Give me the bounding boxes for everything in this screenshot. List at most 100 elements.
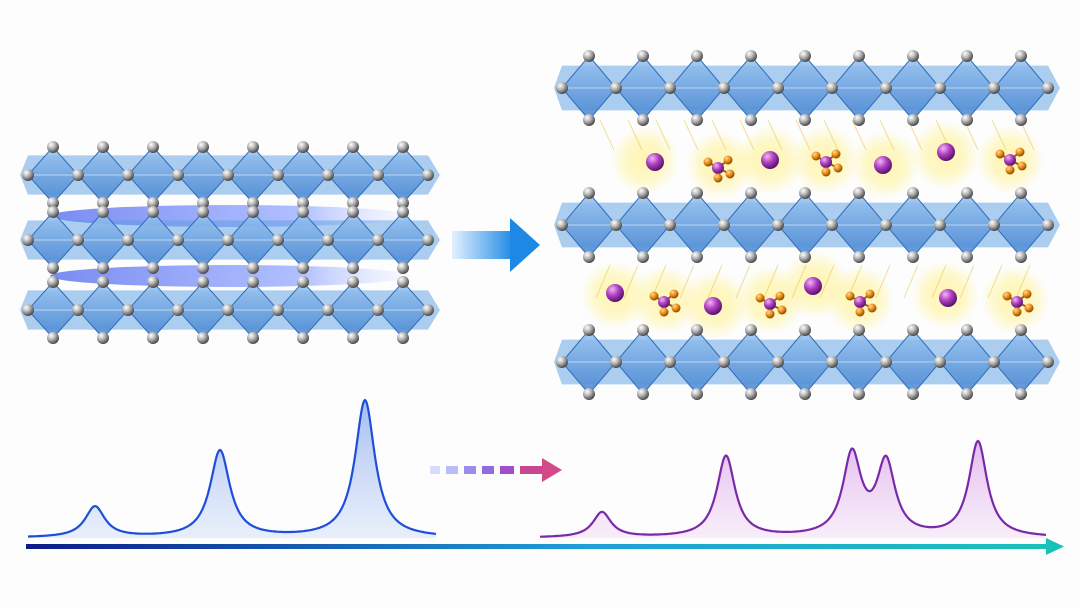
atom bbox=[556, 82, 568, 94]
atom bbox=[422, 169, 434, 181]
atom bbox=[72, 234, 84, 246]
atom bbox=[718, 82, 730, 94]
anion-cluster bbox=[811, 149, 843, 177]
spectrum-1-line bbox=[28, 398, 437, 538]
atom bbox=[197, 332, 209, 344]
atom bbox=[97, 141, 109, 153]
atom bbox=[583, 388, 595, 400]
atom bbox=[934, 356, 946, 368]
atom bbox=[907, 114, 919, 126]
glow-halo bbox=[611, 126, 679, 194]
atom bbox=[745, 50, 757, 62]
atom bbox=[637, 324, 649, 336]
atom bbox=[197, 262, 209, 274]
atom bbox=[397, 197, 409, 209]
atom bbox=[799, 50, 811, 62]
atom bbox=[1042, 82, 1054, 94]
atom bbox=[322, 169, 334, 181]
atom bbox=[772, 219, 784, 231]
atom bbox=[907, 50, 919, 62]
atom bbox=[961, 251, 973, 263]
atom bbox=[372, 234, 384, 246]
atom bbox=[297, 262, 309, 274]
spectra-group bbox=[28, 398, 1047, 538]
atom bbox=[272, 234, 284, 246]
atom bbox=[691, 324, 703, 336]
atom bbox=[147, 262, 159, 274]
atom bbox=[72, 304, 84, 316]
atom bbox=[745, 388, 757, 400]
atom bbox=[826, 219, 838, 231]
atom bbox=[907, 324, 919, 336]
atom bbox=[988, 356, 1000, 368]
atom bbox=[799, 114, 811, 126]
cation bbox=[761, 151, 779, 169]
atom bbox=[799, 187, 811, 199]
atom bbox=[799, 388, 811, 400]
atom bbox=[122, 169, 134, 181]
atom bbox=[583, 251, 595, 263]
atom bbox=[347, 276, 359, 288]
cation bbox=[646, 153, 664, 171]
atom bbox=[745, 114, 757, 126]
atom bbox=[799, 251, 811, 263]
atom bbox=[691, 187, 703, 199]
atom bbox=[664, 219, 676, 231]
atom bbox=[610, 82, 622, 94]
left-layer-1 bbox=[20, 141, 440, 209]
atom bbox=[961, 187, 973, 199]
atom bbox=[691, 50, 703, 62]
atom bbox=[1015, 388, 1027, 400]
atom bbox=[347, 141, 359, 153]
spectrum-2-area bbox=[540, 441, 1046, 538]
atom bbox=[397, 276, 409, 288]
atom bbox=[988, 219, 1000, 231]
cation bbox=[939, 289, 957, 307]
atom bbox=[97, 197, 109, 209]
atom bbox=[961, 114, 973, 126]
atom bbox=[97, 206, 109, 218]
atom bbox=[853, 114, 865, 126]
atom bbox=[47, 141, 59, 153]
atom bbox=[691, 114, 703, 126]
atom bbox=[637, 388, 649, 400]
atom bbox=[147, 332, 159, 344]
atom bbox=[637, 114, 649, 126]
atom bbox=[247, 276, 259, 288]
atom bbox=[610, 356, 622, 368]
atom bbox=[853, 187, 865, 199]
axis-arrow bbox=[26, 538, 1064, 555]
atom bbox=[583, 324, 595, 336]
atom bbox=[691, 388, 703, 400]
atom bbox=[1015, 251, 1027, 263]
cation bbox=[937, 143, 955, 161]
atom bbox=[322, 234, 334, 246]
atom bbox=[853, 251, 865, 263]
anion-cluster bbox=[755, 291, 787, 319]
right-layer-3 bbox=[554, 324, 1060, 400]
atom bbox=[222, 234, 234, 246]
atom bbox=[47, 197, 59, 209]
left-layer-2 bbox=[20, 206, 440, 274]
atom bbox=[172, 234, 184, 246]
atom bbox=[47, 276, 59, 288]
atom bbox=[122, 234, 134, 246]
atom bbox=[1015, 114, 1027, 126]
atom bbox=[397, 206, 409, 218]
atom bbox=[347, 332, 359, 344]
atom bbox=[322, 304, 334, 316]
atom bbox=[47, 262, 59, 274]
atom bbox=[247, 197, 259, 209]
atom bbox=[853, 388, 865, 400]
atom bbox=[556, 356, 568, 368]
atom bbox=[422, 304, 434, 316]
cation bbox=[874, 156, 892, 174]
atom bbox=[772, 356, 784, 368]
atom bbox=[961, 388, 973, 400]
atom bbox=[664, 82, 676, 94]
atom bbox=[147, 276, 159, 288]
atom bbox=[147, 141, 159, 153]
atom bbox=[610, 219, 622, 231]
atom bbox=[222, 169, 234, 181]
atom bbox=[772, 82, 784, 94]
